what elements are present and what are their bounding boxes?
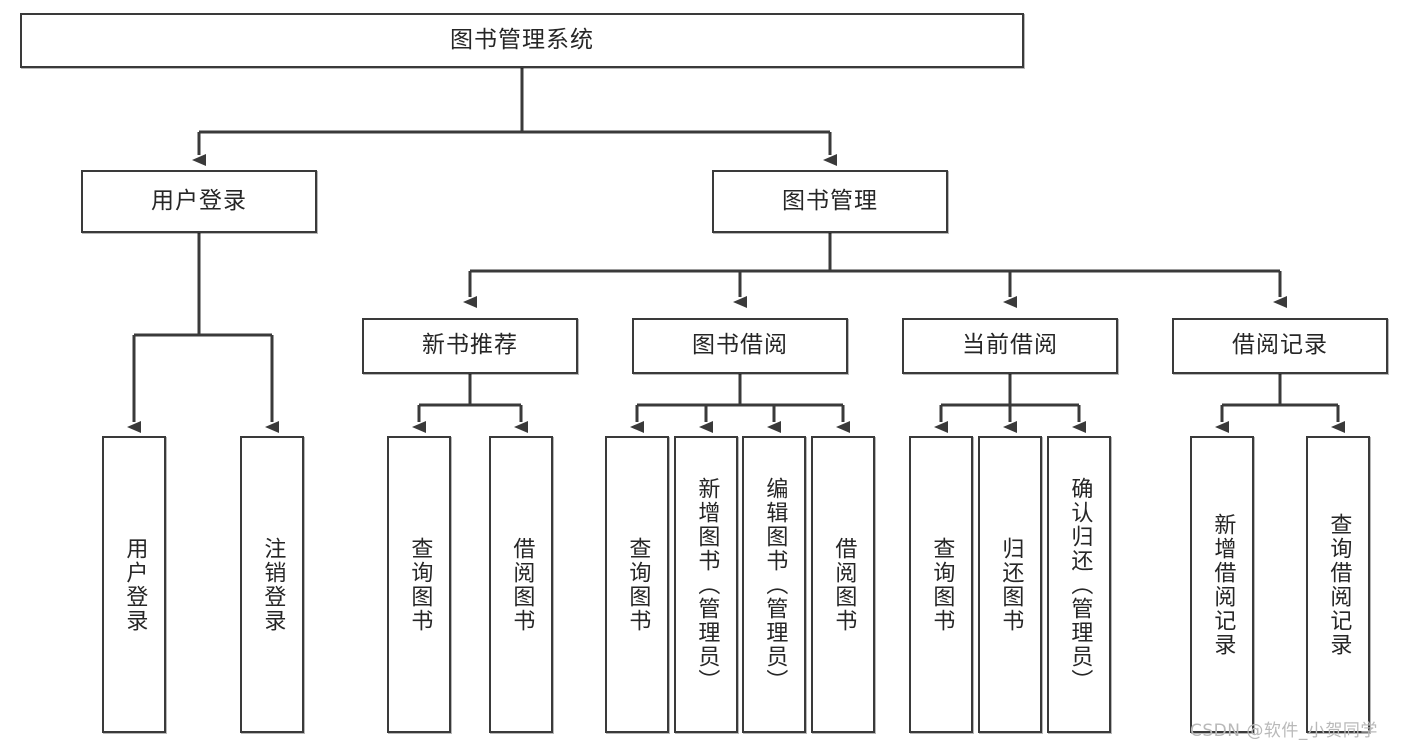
node-leaf-query-record-label: 查询借阅记录 [1326, 512, 1352, 657]
node-root[interactable]: 图书管理系统 [20, 13, 1024, 68]
node-new-book-rec-label: 新书推荐 [422, 332, 518, 359]
node-user-login-label: 用户登录 [151, 187, 247, 214]
node-borrow-record[interactable]: 借阅记录 [1172, 318, 1388, 374]
node-leaf-logout-label: 注销登录 [260, 536, 286, 633]
node-leaf-query-book-1-label: 查询图书 [407, 536, 433, 633]
node-borrow-record-label: 借阅记录 [1232, 332, 1328, 359]
node-leaf-user-login[interactable]: 用户登录 [102, 436, 166, 733]
node-leaf-borrow-book-2-label: 借阅图书 [831, 536, 857, 633]
node-leaf-edit-book-label: 编辑图书（管理员） [762, 476, 788, 693]
node-leaf-borrow-book-2[interactable]: 借阅图书 [811, 436, 875, 733]
node-leaf-user-login-label: 用户登录 [122, 536, 148, 633]
node-leaf-return-book-label: 归还图书 [998, 536, 1024, 633]
node-leaf-confirm-return-label: 确认归还（管理员） [1067, 476, 1093, 693]
node-leaf-query-book-2[interactable]: 查询图书 [605, 436, 669, 733]
node-current-borrow-label: 当前借阅 [962, 332, 1058, 359]
node-book-borrow[interactable]: 图书借阅 [632, 318, 848, 374]
node-leaf-confirm-return[interactable]: 确认归还（管理员） [1047, 436, 1111, 733]
node-book-manage-label: 图书管理 [782, 187, 878, 214]
node-leaf-query-book-3[interactable]: 查询图书 [909, 436, 973, 733]
node-leaf-query-record[interactable]: 查询借阅记录 [1306, 436, 1370, 733]
csdn-watermark: CSDN @软件_小贺同学 [1190, 721, 1378, 741]
node-leaf-query-book-3-label: 查询图书 [929, 536, 955, 633]
node-leaf-query-book-2-label: 查询图书 [625, 536, 651, 633]
node-leaf-add-record-label: 新增借阅记录 [1210, 512, 1236, 657]
node-leaf-borrow-book-1[interactable]: 借阅图书 [489, 436, 553, 733]
node-leaf-add-record[interactable]: 新增借阅记录 [1190, 436, 1254, 733]
node-leaf-add-book[interactable]: 新增图书（管理员） [674, 436, 738, 733]
node-leaf-borrow-book-1-label: 借阅图书 [509, 536, 535, 633]
node-leaf-logout[interactable]: 注销登录 [240, 436, 304, 733]
node-root-label: 图书管理系统 [450, 26, 594, 53]
node-book-manage[interactable]: 图书管理 [712, 170, 948, 233]
node-current-borrow[interactable]: 当前借阅 [902, 318, 1118, 374]
node-leaf-return-book[interactable]: 归还图书 [978, 436, 1042, 733]
node-book-borrow-label: 图书借阅 [692, 332, 788, 359]
node-new-book-rec[interactable]: 新书推荐 [362, 318, 578, 374]
node-leaf-query-book-1[interactable]: 查询图书 [387, 436, 451, 733]
node-leaf-edit-book[interactable]: 编辑图书（管理员） [742, 436, 806, 733]
node-user-login[interactable]: 用户登录 [81, 170, 317, 233]
node-leaf-add-book-label: 新增图书（管理员） [694, 476, 720, 693]
